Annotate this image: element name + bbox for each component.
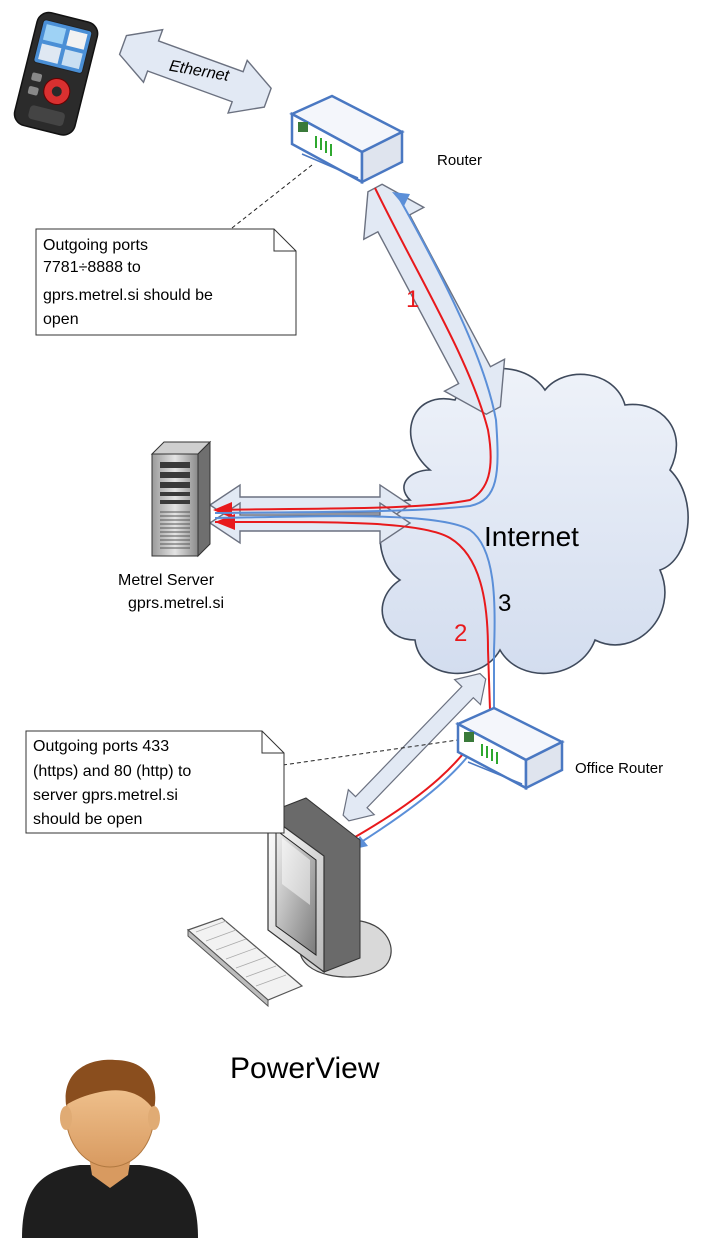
powerview-label: PowerView [230, 1052, 380, 1085]
server-name-label: Metrel Server [118, 572, 215, 589]
note-bottom-leader [282, 739, 459, 766]
office-router-label: Office Router [575, 760, 663, 777]
server-icon [150, 440, 212, 558]
note-bottom-line-2: (https) and 80 (http) to [33, 763, 191, 780]
handheld-instrument-icon [13, 11, 99, 136]
path-red-1 [213, 187, 492, 518]
office-router-icon [455, 706, 565, 791]
note-bottom-line-4: should be open [33, 811, 142, 828]
note-top-leader [231, 164, 313, 229]
internet-label: Internet [484, 521, 579, 552]
internet-cloud [379, 367, 689, 675]
ethernet-arrow [118, 28, 272, 114]
path-1-label: 1 [406, 286, 419, 313]
note-top: Outgoing ports 7781÷8888 to gprs.metrel.… [35, 228, 297, 336]
user-avatar-icon [22, 1059, 198, 1238]
note-top-line-1: Outgoing ports [43, 237, 148, 254]
router-icon [289, 94, 405, 185]
server-host-label: gprs.metrel.si [128, 595, 224, 612]
router-label: Router [437, 152, 482, 169]
computer-monitor-icon [267, 797, 392, 978]
path-blue-1 [214, 192, 499, 514]
path-3-label: 3 [498, 590, 511, 617]
router-internet-arrow [362, 183, 506, 416]
path-2-label: 2 [454, 620, 467, 647]
keyboard-icon [186, 917, 304, 1008]
note-bottom: Outgoing ports 433 (https) and 80 (http)… [25, 730, 285, 834]
server-internet-arrow [208, 483, 412, 545]
note-bottom-line-1: Outgoing ports 433 [33, 738, 169, 755]
note-top-line-4: open [43, 311, 79, 328]
note-bottom-line-3: server gprs.metrel.si [33, 787, 178, 804]
note-top-line-3: gprs.metrel.si should be [43, 287, 213, 304]
office-router-pc-arrow [342, 672, 487, 822]
note-top-line-2: 7781÷8888 to [43, 259, 141, 276]
